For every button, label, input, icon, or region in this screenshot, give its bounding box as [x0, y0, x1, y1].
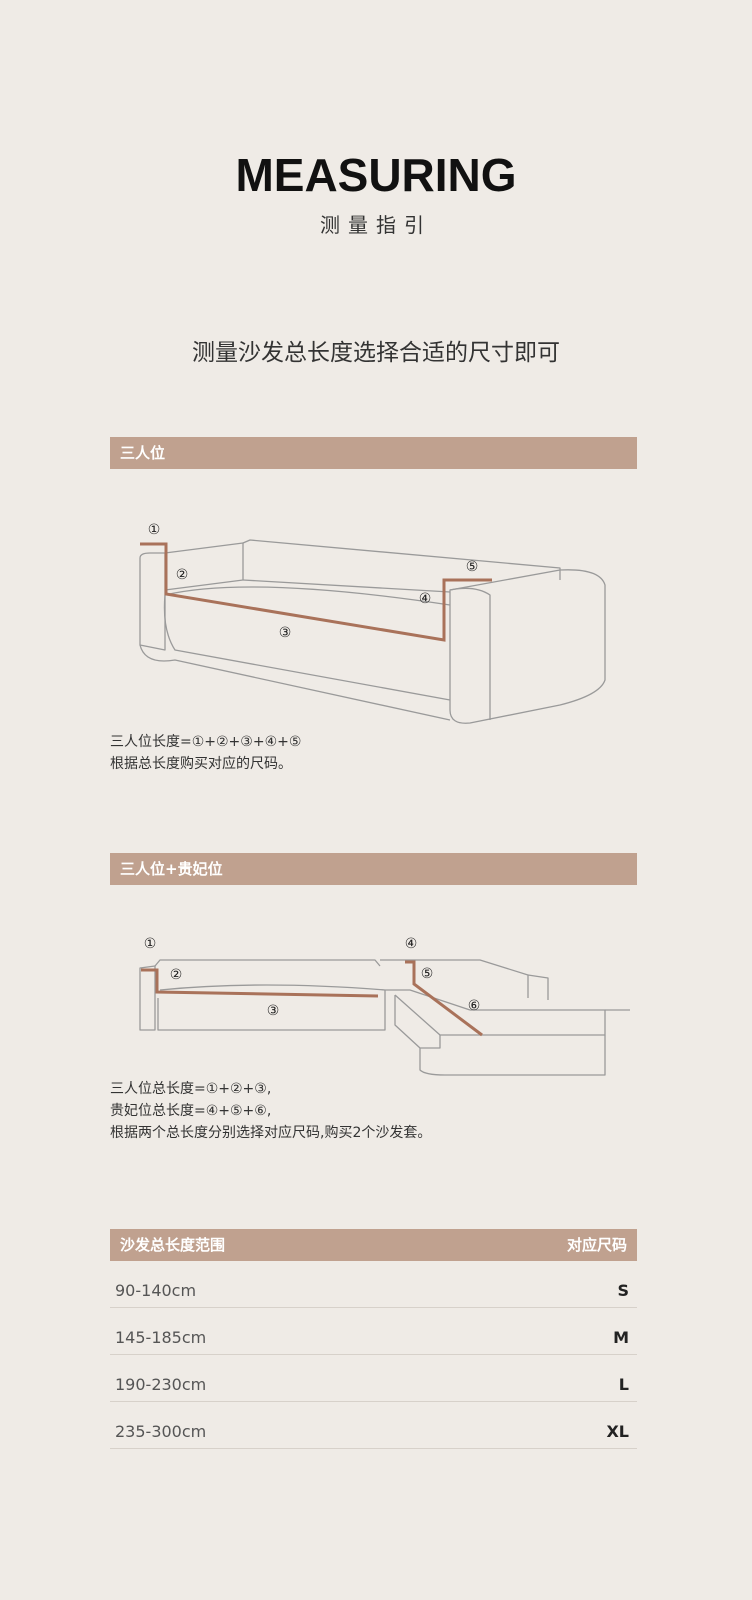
size-value: L: [618, 1375, 629, 1394]
marker-2: ②: [170, 967, 183, 983]
section-bar-three-seat-chaise: 三人位+贵妃位: [110, 853, 637, 885]
range-value: 235-300cm: [115, 1422, 207, 1441]
chaise-note: 三人位总长度=①+②+③, 贵妃位总长度=④+⑤+⑥, 根据两个总长度分别选择对…: [110, 1078, 431, 1144]
marker-3: ③: [267, 1003, 280, 1019]
size-value: M: [613, 1328, 629, 1347]
marker-6: ⑥: [468, 998, 481, 1014]
note-line: 根据两个总长度分别选择对应尺码,购买2个沙发套。: [110, 1125, 432, 1141]
section-label: 三人位+贵妃位: [120, 860, 223, 878]
range-value: 145-185cm: [115, 1328, 207, 1347]
range-value: 90-140cm: [115, 1281, 197, 1300]
marker-3: ③: [279, 625, 292, 641]
page-title: MEASURING: [235, 149, 517, 201]
three-seat-sofa-diagram: ① ② ③ ④ ⑤: [139, 522, 606, 724]
note-line: 贵妃位总长度=④+⑤+⑥,: [110, 1103, 272, 1119]
marker-5: ⑤: [421, 966, 434, 982]
intro-text: 测量沙发总长度选择合适的尺寸即可: [192, 340, 560, 366]
three-seat-note: 三人位长度=①+②+③+④+⑤ 根据总长度购买对应的尺码。: [110, 731, 301, 775]
marker-2: ②: [176, 567, 189, 583]
size-value: XL: [606, 1422, 629, 1441]
header-range-label: 沙发总长度范围: [120, 1236, 226, 1254]
size-value: S: [617, 1281, 629, 1300]
marker-4: ④: [419, 591, 432, 607]
table-row: 145-185cm M: [110, 1308, 637, 1355]
marker-1: ①: [148, 522, 161, 538]
range-value: 190-230cm: [115, 1375, 207, 1394]
marker-4: ④: [405, 936, 418, 952]
table-row: 90-140cm S: [110, 1261, 637, 1308]
note-line: 三人位长度=①+②+③+④+⑤: [110, 734, 302, 750]
section-bar-three-seat: 三人位: [110, 437, 637, 469]
marker-1: ①: [144, 936, 157, 952]
table-row: 235-300cm XL: [110, 1402, 637, 1449]
size-table-header: 沙发总长度范围 对应尺码: [110, 1229, 637, 1261]
chaise-sofa-diagram: ① ② ③ ④ ⑤ ⑥: [139, 936, 630, 1076]
note-line: 三人位总长度=①+②+③,: [110, 1081, 272, 1097]
page-subtitle: 测量指引: [320, 213, 432, 237]
section-label: 三人位: [120, 444, 166, 462]
table-row: 190-230cm L: [110, 1355, 637, 1402]
note-line: 根据总长度购买对应的尺码。: [110, 756, 292, 772]
header-size-label: 对应尺码: [566, 1236, 627, 1254]
marker-5: ⑤: [466, 559, 479, 575]
